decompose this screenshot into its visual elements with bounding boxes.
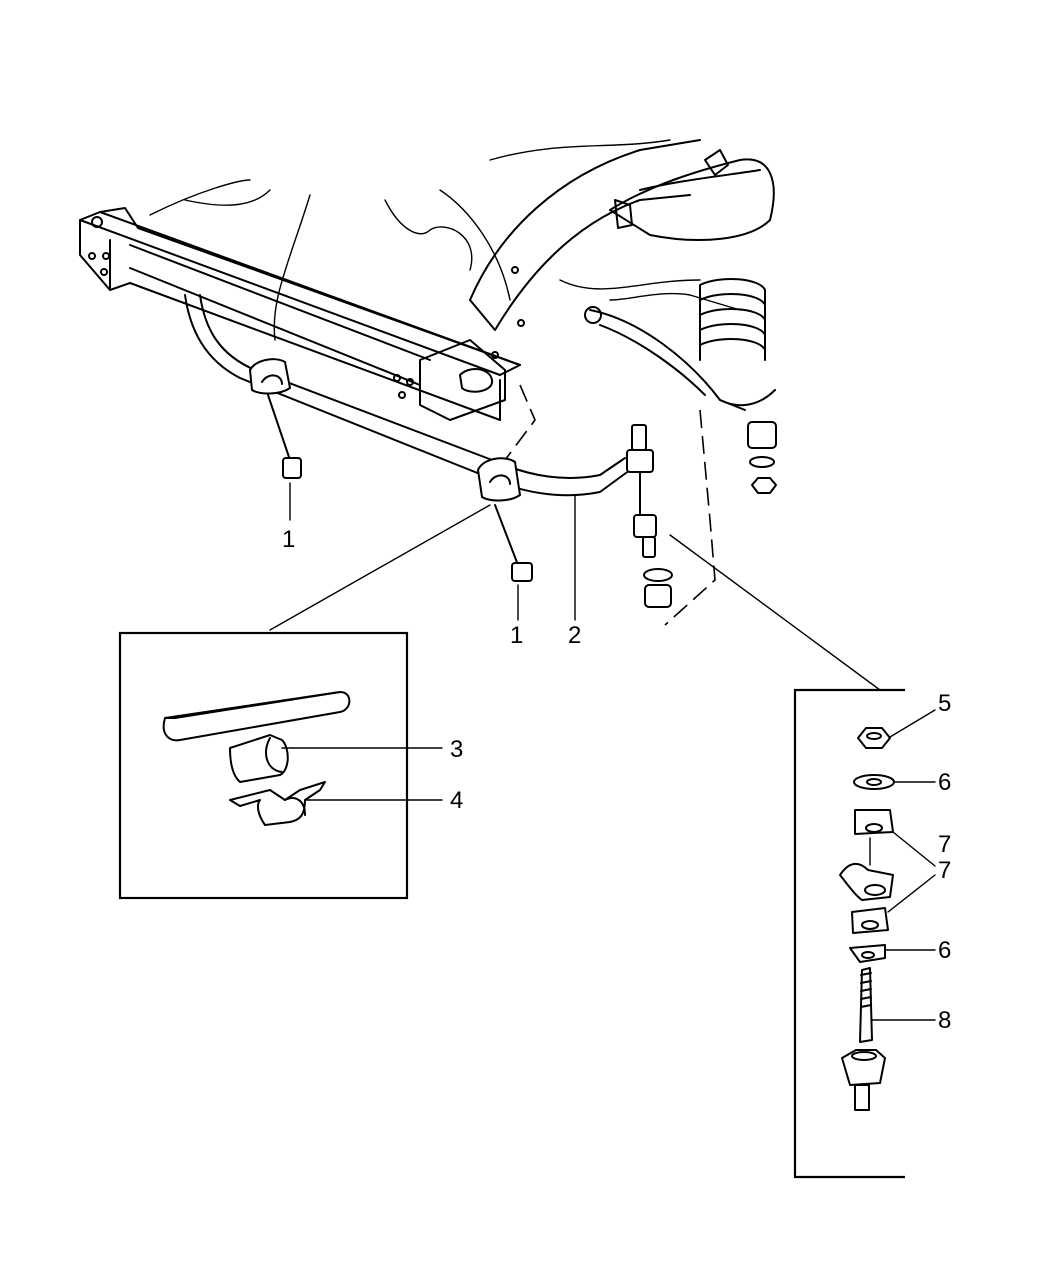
callout-2: 2 [568, 622, 581, 649]
callout-3: 3 [450, 736, 463, 763]
callout-1-left: 1 [282, 526, 295, 553]
callout-7-upper: 7 [938, 831, 951, 858]
vehicle-frame-drawing [79, 139, 777, 626]
stabilizer-bar [184, 294, 631, 582]
callout-8: 8 [938, 1007, 951, 1034]
callout-labels: 1 1 2 3 4 5 6 7 7 6 8 [282, 526, 951, 1034]
callout-5: 5 [938, 690, 951, 717]
callout-6-lower: 6 [938, 937, 951, 964]
link-hardware-inset [793, 688, 936, 1179]
bushing-detail-inset [118, 631, 443, 900]
callout-4: 4 [450, 787, 463, 814]
callout-7-lower: 7 [938, 857, 951, 884]
stabilizer-link [626, 424, 673, 608]
callout-6-upper: 6 [938, 769, 951, 796]
callout-1-right: 1 [510, 622, 523, 649]
leader-lines [269, 482, 881, 691]
